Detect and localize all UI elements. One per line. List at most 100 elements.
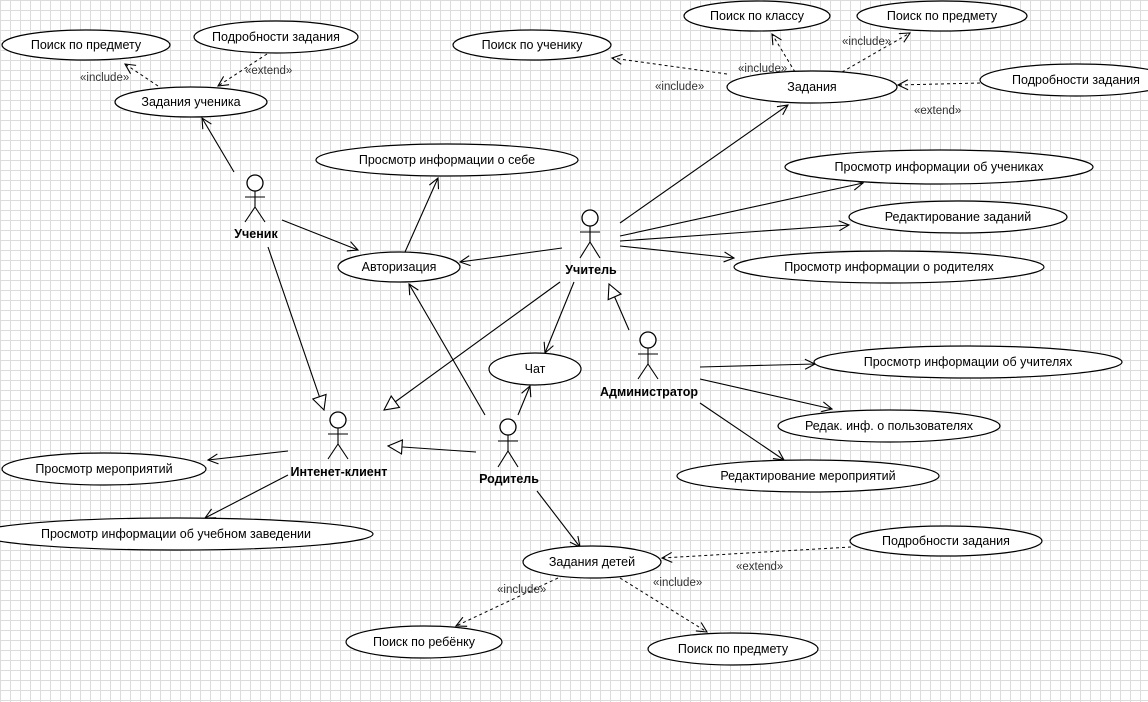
stereo-include-parent-child: «include» bbox=[497, 584, 546, 596]
use-case-search-student[interactable]: Поиск по ученику bbox=[452, 29, 612, 61]
actor-label: Ученик bbox=[234, 227, 278, 241]
svg-text:Просмотр информации об учебном: Просмотр информации об учебном заведении bbox=[41, 527, 311, 541]
use-case-teacher-search-subject[interactable]: Поиск по предмету bbox=[856, 0, 1028, 32]
student-extend-line bbox=[218, 53, 268, 86]
use-case-student-tasks[interactable]: Задания ученика bbox=[114, 86, 268, 118]
parent-include-subject-line bbox=[619, 577, 707, 632]
svg-text:Просмотр информации об учителя: Просмотр информации об учителях bbox=[864, 355, 1073, 369]
svg-text:Редактирование заданий: Редактирование заданий bbox=[885, 210, 1032, 224]
svg-text:Редак. инф. о пользователях: Редак. инф. о пользователях bbox=[805, 419, 974, 433]
use-case-edit-users[interactable]: Редак. инф. о пользователях bbox=[777, 409, 1001, 443]
use-case-auth[interactable]: Авторизация bbox=[337, 251, 461, 283]
svg-text:Просмотр информации об ученика: Просмотр информации об учениках bbox=[835, 160, 1045, 174]
use-case-student-task-details[interactable]: Подробности задания bbox=[193, 20, 359, 54]
student-generalizes-client-line bbox=[267, 246, 324, 410]
admin-to-edit-events-line bbox=[699, 402, 784, 460]
use-cases: Поиск по предмету Подробности задания За… bbox=[0, 0, 1148, 666]
svg-text:Подробности задания: Подробности задания bbox=[882, 534, 1010, 548]
svg-text:Подробности задания: Подробности задания bbox=[1012, 73, 1140, 87]
actor-label: Интенет-клиент bbox=[291, 465, 388, 479]
svg-text:Поиск по предмету: Поиск по предмету bbox=[678, 642, 789, 656]
svg-text:Просмотр информации о родителя: Просмотр информации о родителях bbox=[784, 260, 994, 274]
admin-generalizes-teacher-line bbox=[609, 284, 630, 331]
auth-to-self-info-line bbox=[404, 178, 438, 253]
stereotype-labels: «include» «extend» «include» «include» «… bbox=[80, 36, 961, 596]
actor-internet-client[interactable]: Интенет-клиент bbox=[291, 411, 388, 479]
use-case-view-teachers[interactable]: Просмотр информации об учителях bbox=[813, 345, 1123, 379]
actor-teacher[interactable]: Учитель bbox=[565, 209, 617, 277]
dependencies bbox=[125, 33, 981, 632]
use-case-child-task-details[interactable]: Подробности задания bbox=[849, 525, 1043, 557]
generalizations bbox=[267, 246, 630, 452]
student-include-line bbox=[125, 64, 159, 87]
use-case-search-class[interactable]: Поиск по классу bbox=[683, 0, 831, 32]
parent-to-auth-line bbox=[409, 284, 486, 416]
svg-text:Чат: Чат bbox=[525, 362, 546, 376]
actor-parent[interactable]: Родитель bbox=[479, 418, 539, 486]
stereo-extend-teacher: «extend» bbox=[914, 105, 961, 117]
svg-text:Задания: Задания bbox=[787, 80, 836, 94]
admin-to-edit-users-line bbox=[699, 378, 832, 409]
use-case-view-parents[interactable]: Просмотр информации о родителях bbox=[733, 250, 1045, 284]
use-case-view-students[interactable]: Просмотр информации об учениках bbox=[784, 149, 1094, 185]
actor-label: Администратор bbox=[600, 385, 698, 399]
client-to-view-events-line bbox=[208, 450, 289, 460]
svg-text:Редактирование мероприятий: Редактирование мероприятий bbox=[720, 469, 895, 483]
use-case-parent-search-subject[interactable]: Поиск по предмету bbox=[647, 632, 819, 666]
svg-text:Авторизация: Авторизация bbox=[362, 260, 437, 274]
teacher-to-view-parents-line bbox=[619, 245, 734, 258]
teacher-extend-line bbox=[898, 83, 981, 85]
stereo-include-teacher-subject: «include» bbox=[842, 36, 891, 48]
student-to-auth-line bbox=[281, 219, 358, 250]
associations bbox=[202, 105, 863, 547]
stereo-include-parent-subject: «include» bbox=[653, 577, 702, 589]
parent-extend-line bbox=[662, 546, 852, 558]
svg-text:Просмотр мероприятий: Просмотр мероприятий bbox=[35, 462, 172, 476]
teacher-to-chat-line bbox=[545, 281, 575, 353]
teacher-to-view-students-line bbox=[619, 183, 863, 237]
use-case-search-child[interactable]: Поиск по ребёнку bbox=[345, 625, 503, 659]
svg-text:Поиск по предмету: Поиск по предмету bbox=[887, 9, 998, 23]
use-case-edit-tasks[interactable]: Редактирование заданий bbox=[848, 200, 1068, 234]
use-case-teacher-tasks[interactable]: Задания bbox=[726, 70, 898, 104]
use-case-student-search-subject[interactable]: Поиск по предмету bbox=[1, 29, 171, 61]
actor-label: Родитель bbox=[479, 472, 539, 486]
use-case-teacher-task-details[interactable]: Подробности задания bbox=[979, 63, 1148, 97]
stick-figure-icon bbox=[327, 411, 349, 460]
admin-to-view-teachers-line bbox=[699, 364, 815, 367]
svg-text:Задания детей: Задания детей bbox=[549, 555, 635, 569]
teacher-to-auth-line bbox=[460, 247, 563, 262]
teacher-include-subject-line bbox=[841, 33, 910, 73]
svg-text:Просмотр информации о себе: Просмотр информации о себе bbox=[359, 153, 535, 167]
use-case-edit-events[interactable]: Редактирование мероприятий bbox=[676, 459, 940, 493]
svg-text:Поиск по ребёнку: Поиск по ребёнку bbox=[373, 635, 476, 649]
svg-text:Поиск по ученику: Поиск по ученику bbox=[482, 38, 584, 52]
parent-to-child-tasks-line bbox=[536, 490, 580, 547]
stereo-include-student: «include» bbox=[80, 72, 129, 84]
actor-student[interactable]: Ученик bbox=[234, 174, 278, 241]
svg-text:Задания ученика: Задания ученика bbox=[141, 95, 240, 109]
stereo-extend-parent: «extend» bbox=[736, 561, 783, 573]
use-case-self-info[interactable]: Просмотр информации о себе bbox=[315, 143, 579, 177]
parent-include-child-line bbox=[456, 577, 559, 626]
teacher-include-student-line bbox=[612, 58, 728, 75]
stereo-include-teacher-student: «include» bbox=[655, 81, 704, 93]
stick-figure-icon bbox=[244, 174, 266, 223]
svg-text:Подробности задания: Подробности задания bbox=[212, 30, 340, 44]
teacher-generalizes-client-line bbox=[384, 281, 561, 410]
client-to-view-school-line bbox=[205, 474, 289, 518]
stick-figure-icon bbox=[497, 418, 519, 468]
stick-figure-icon bbox=[579, 209, 601, 259]
parent-generalizes-client-line bbox=[388, 446, 477, 452]
actor-label: Учитель bbox=[565, 263, 617, 277]
student-to-student-tasks-line bbox=[202, 118, 235, 173]
use-case-view-events[interactable]: Просмотр мероприятий bbox=[1, 452, 207, 486]
actor-admin[interactable]: Администратор bbox=[600, 331, 698, 399]
use-case-view-school[interactable]: Просмотр информации об учебном заведении bbox=[0, 517, 374, 551]
stick-figure-icon bbox=[637, 331, 659, 380]
svg-text:Поиск по классу: Поиск по классу bbox=[710, 9, 805, 23]
use-case-child-tasks[interactable]: Задания детей bbox=[522, 545, 662, 579]
use-case-chat[interactable]: Чат bbox=[488, 352, 582, 386]
teacher-to-tasks-line bbox=[619, 105, 788, 224]
